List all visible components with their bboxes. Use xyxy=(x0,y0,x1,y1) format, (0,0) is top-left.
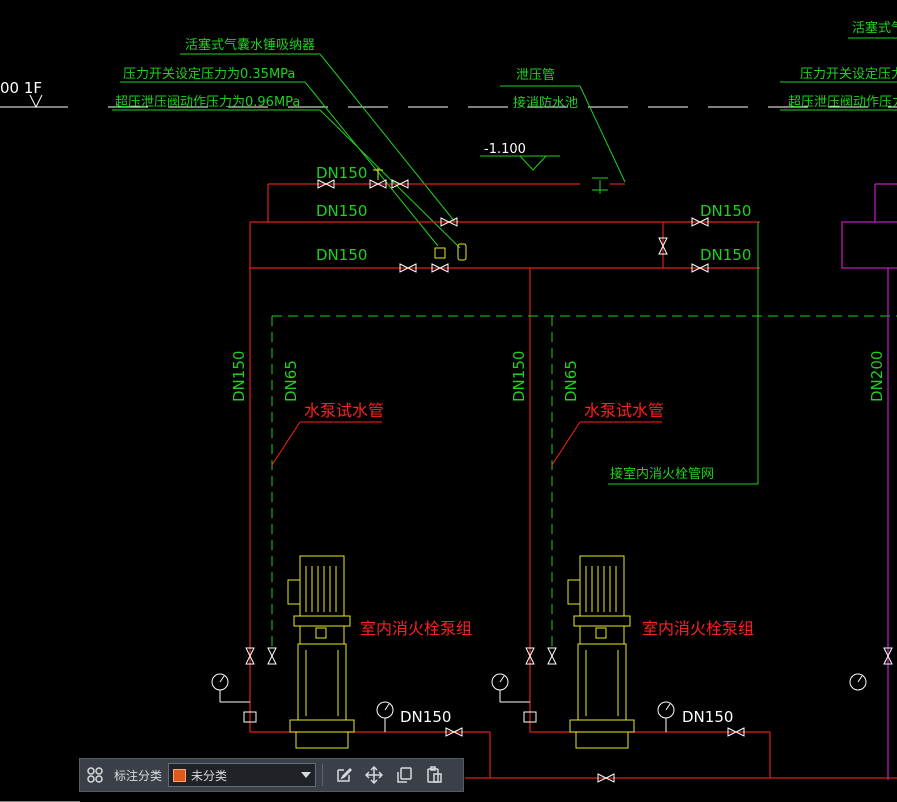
dn-label-bottom-1: DN150 xyxy=(400,708,451,726)
label-right-relief-valve: 超压泄压阀动作压力为0 xyxy=(788,95,897,110)
move-icon[interactable] xyxy=(359,760,389,790)
dn-label-right-2: DN150 xyxy=(700,246,751,264)
color-swatch xyxy=(173,768,187,782)
dn-label-vert-4: DN65 xyxy=(562,360,580,402)
pump-2 xyxy=(567,555,635,749)
label-water-hammer: 活塞式气囊水锤吸纳器 xyxy=(185,37,315,53)
level-mark-top xyxy=(0,94,68,109)
test-pipe-dashed xyxy=(271,315,897,650)
dn-label-bottom-2: DN150 xyxy=(682,708,733,726)
annotation-toolbar: 标注分类 未分类 xyxy=(79,758,464,792)
toolbar-divider xyxy=(322,764,324,786)
level-text-top: 00 1F xyxy=(0,79,42,97)
label-right-pressure-switch: 压力开关设定压力为0 xyxy=(800,67,897,82)
label-test-pipe-2: 水泵试水管 xyxy=(584,401,664,420)
chevron-down-icon xyxy=(301,772,312,778)
label-to-pool: 接消防水池 xyxy=(513,95,578,111)
label-test-pipe-1: 水泵试水管 xyxy=(304,401,384,420)
label-pump-group-1: 室内消火栓泵组 xyxy=(360,619,472,638)
classify-label: 标注分类 xyxy=(114,768,163,783)
right-equipment xyxy=(841,183,897,780)
grid-icon[interactable] xyxy=(80,760,110,790)
label-right-water-hammer: 活塞式气 xyxy=(852,20,897,36)
dn-label-top-1: DN150 xyxy=(316,164,367,182)
classify-select-value: 未分类 xyxy=(191,768,228,783)
dn-label-top-2: DN150 xyxy=(316,202,367,220)
label-pressure-switch: 压力开关设定压力为0.35MPa xyxy=(123,67,295,82)
pump-1 xyxy=(287,555,355,749)
dn-label-vert-1: DN150 xyxy=(230,351,248,402)
dn-label-right-1: DN150 xyxy=(700,202,751,220)
dn-label-vert-3: DN150 xyxy=(510,351,528,402)
label-to-network: 接室内消火栓管网 xyxy=(610,466,714,482)
dn-label-vert-5: DN200 xyxy=(868,351,886,402)
dn-label-top-3: DN150 xyxy=(316,246,367,264)
classify-select[interactable]: 未分类 xyxy=(168,763,317,787)
label-elevation: -1.100 xyxy=(484,142,526,157)
paste-icon[interactable] xyxy=(419,760,449,790)
pressure-gauges xyxy=(211,673,867,732)
pipe-network xyxy=(249,183,897,779)
valve-symbols xyxy=(245,179,893,783)
label-relief-pipe: 泄压管 xyxy=(516,68,555,83)
label-pump-group-2: 室内消火栓泵组 xyxy=(642,619,754,638)
label-relief-valve: 超压泄压阀动作压力为0.96MPa xyxy=(115,95,300,110)
dn-label-vert-2: DN65 xyxy=(282,360,300,402)
copy-icon[interactable] xyxy=(389,760,419,790)
edit-icon[interactable] xyxy=(329,760,359,790)
